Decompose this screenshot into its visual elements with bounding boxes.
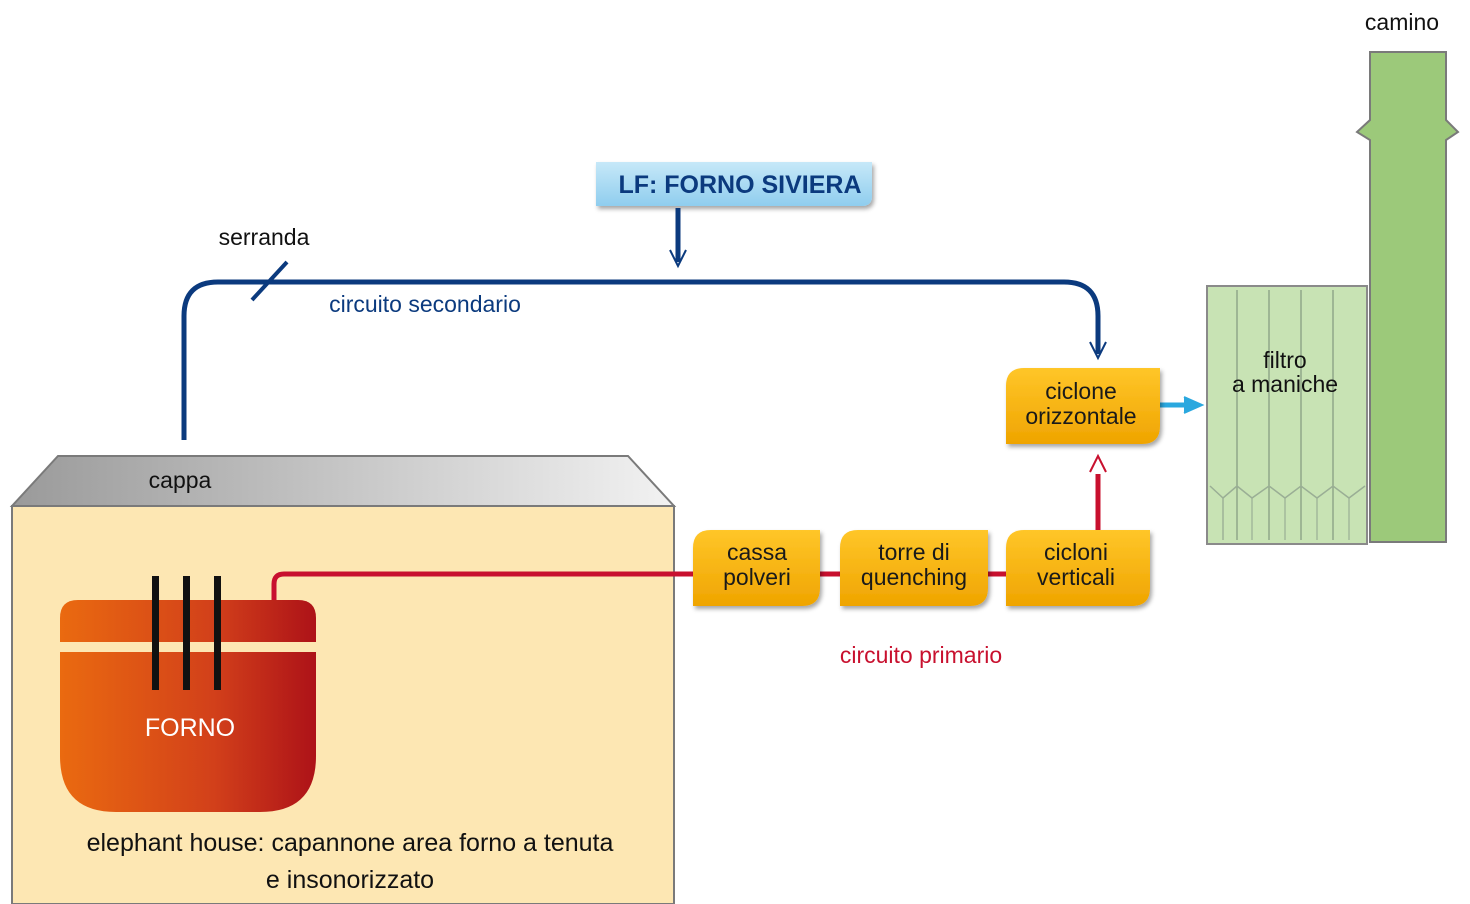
damper	[250, 260, 289, 302]
chimney	[1355, 51, 1460, 543]
bag-filter-label-line2: a maniche	[1232, 371, 1338, 397]
quench-tower-label-line2: quenching	[861, 564, 967, 590]
elephant-house-label-line1: elephant house: capannone area forno a t…	[87, 829, 614, 857]
lf-furnace-label: LF: FORNO SIVIERA	[618, 171, 861, 199]
dust-box	[693, 530, 820, 606]
dust-box-label-line1: cassa	[727, 539, 787, 565]
dust-box-label-line2: polveri	[723, 564, 791, 590]
furnace-label: FORNO	[145, 714, 235, 742]
clean-flow-arrow	[1160, 396, 1205, 414]
elephant-house-label-line2: e insonorizzato	[266, 866, 434, 894]
vertical-cyclones-label-line1: cicloni	[1044, 539, 1108, 565]
horizontal-cyclone	[1006, 368, 1160, 444]
quench-tower-label-line1: torre di	[878, 539, 950, 565]
hood-label: cappa	[149, 467, 212, 493]
furnace	[60, 576, 316, 812]
chimney-label: camino	[1365, 9, 1439, 35]
vertical-cyclones	[1006, 530, 1150, 606]
secondary-circuit-label: circuito secondario	[329, 291, 521, 317]
horizontal-cyclone-label-line1: ciclone	[1045, 378, 1117, 404]
secondary-duct	[181, 208, 1107, 440]
quench-tower	[840, 530, 988, 606]
vertical-cyclones-label-line2: verticali	[1037, 564, 1115, 590]
damper-label: serranda	[219, 224, 310, 250]
bag-filter-label-line1: filtro	[1263, 347, 1306, 373]
primary-circuit-label: circuito primario	[840, 642, 1002, 668]
bag-filter	[1206, 285, 1368, 545]
lf-furnace-banner	[596, 162, 872, 206]
horizontal-cyclone-label-line2: orizzontale	[1025, 403, 1136, 429]
